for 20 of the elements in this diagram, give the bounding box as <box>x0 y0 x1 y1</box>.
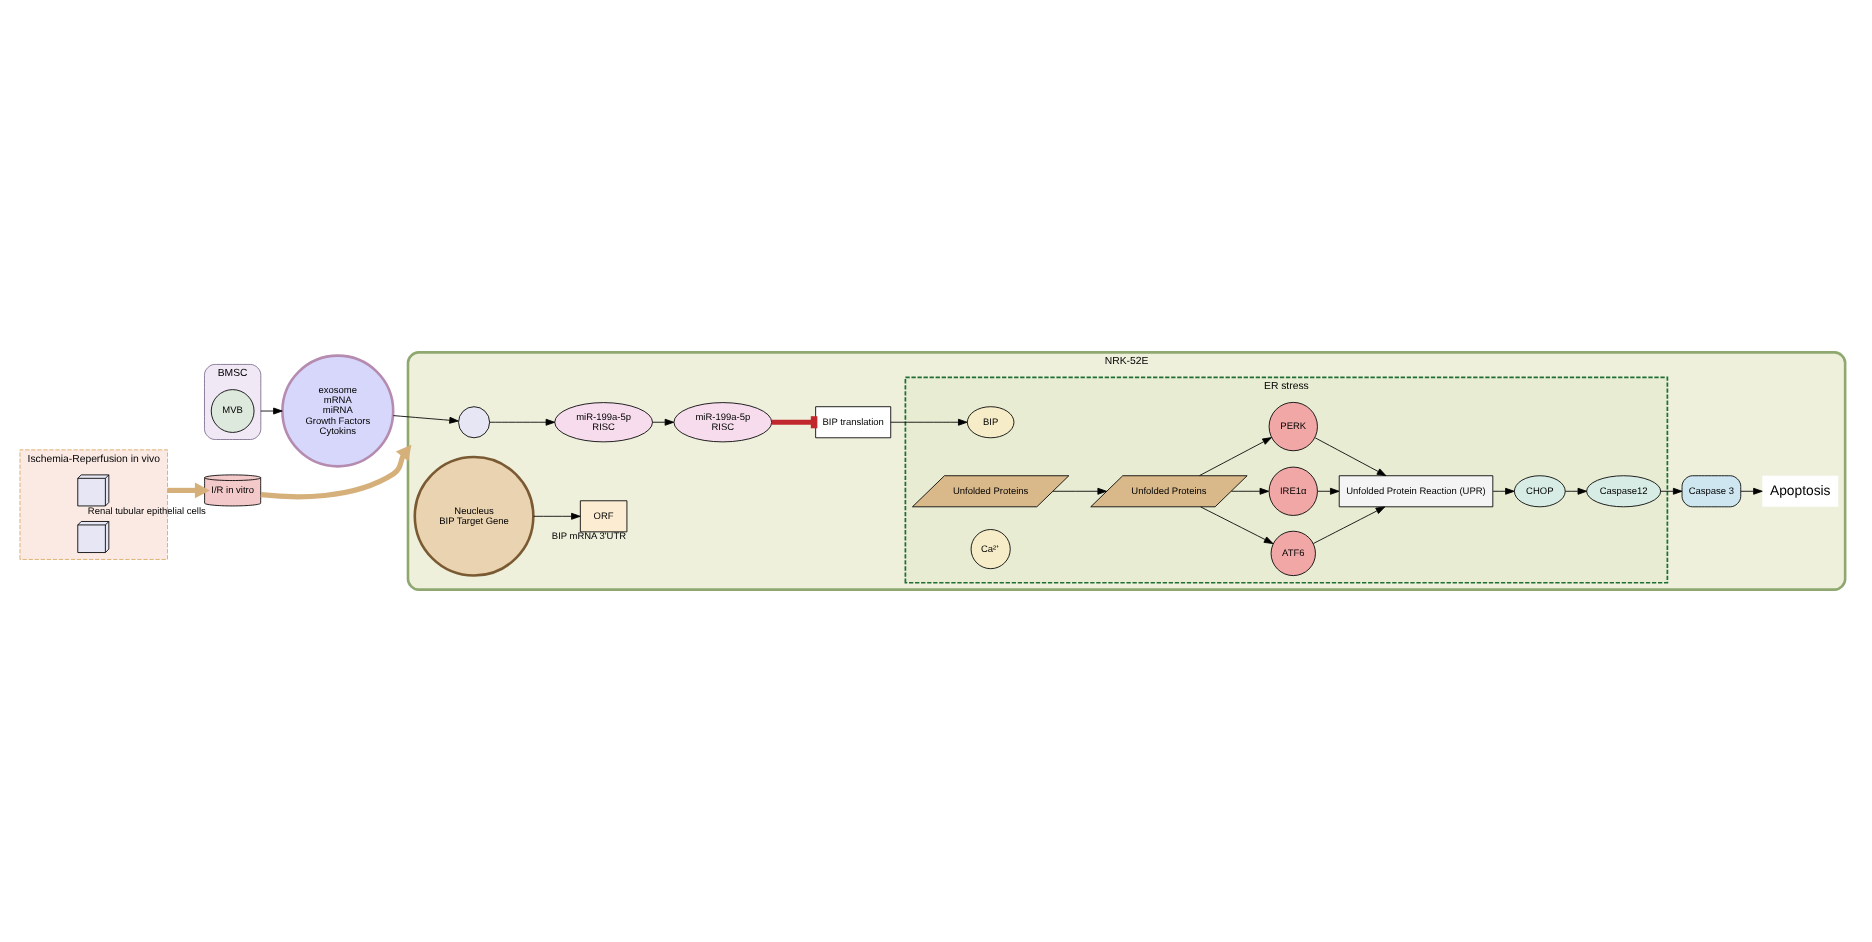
arrow <box>1200 506 1274 544</box>
node-circle <box>458 406 491 439</box>
arrow <box>1492 487 1515 495</box>
arrow <box>890 418 968 426</box>
arrow <box>489 418 556 426</box>
arrow <box>392 415 459 424</box>
arrow <box>1660 487 1683 495</box>
arrow <box>1740 487 1763 495</box>
arrow <box>1199 437 1272 477</box>
arrow <box>652 418 675 426</box>
arrow <box>533 512 581 520</box>
arrow <box>1231 487 1270 495</box>
arrow <box>1314 437 1387 477</box>
arrow <box>1564 487 1588 495</box>
arrow <box>167 482 210 499</box>
arrow <box>1052 487 1107 495</box>
arrow <box>260 444 412 500</box>
arrow <box>260 407 283 415</box>
arrow <box>1317 487 1340 495</box>
arrow <box>1312 506 1386 544</box>
